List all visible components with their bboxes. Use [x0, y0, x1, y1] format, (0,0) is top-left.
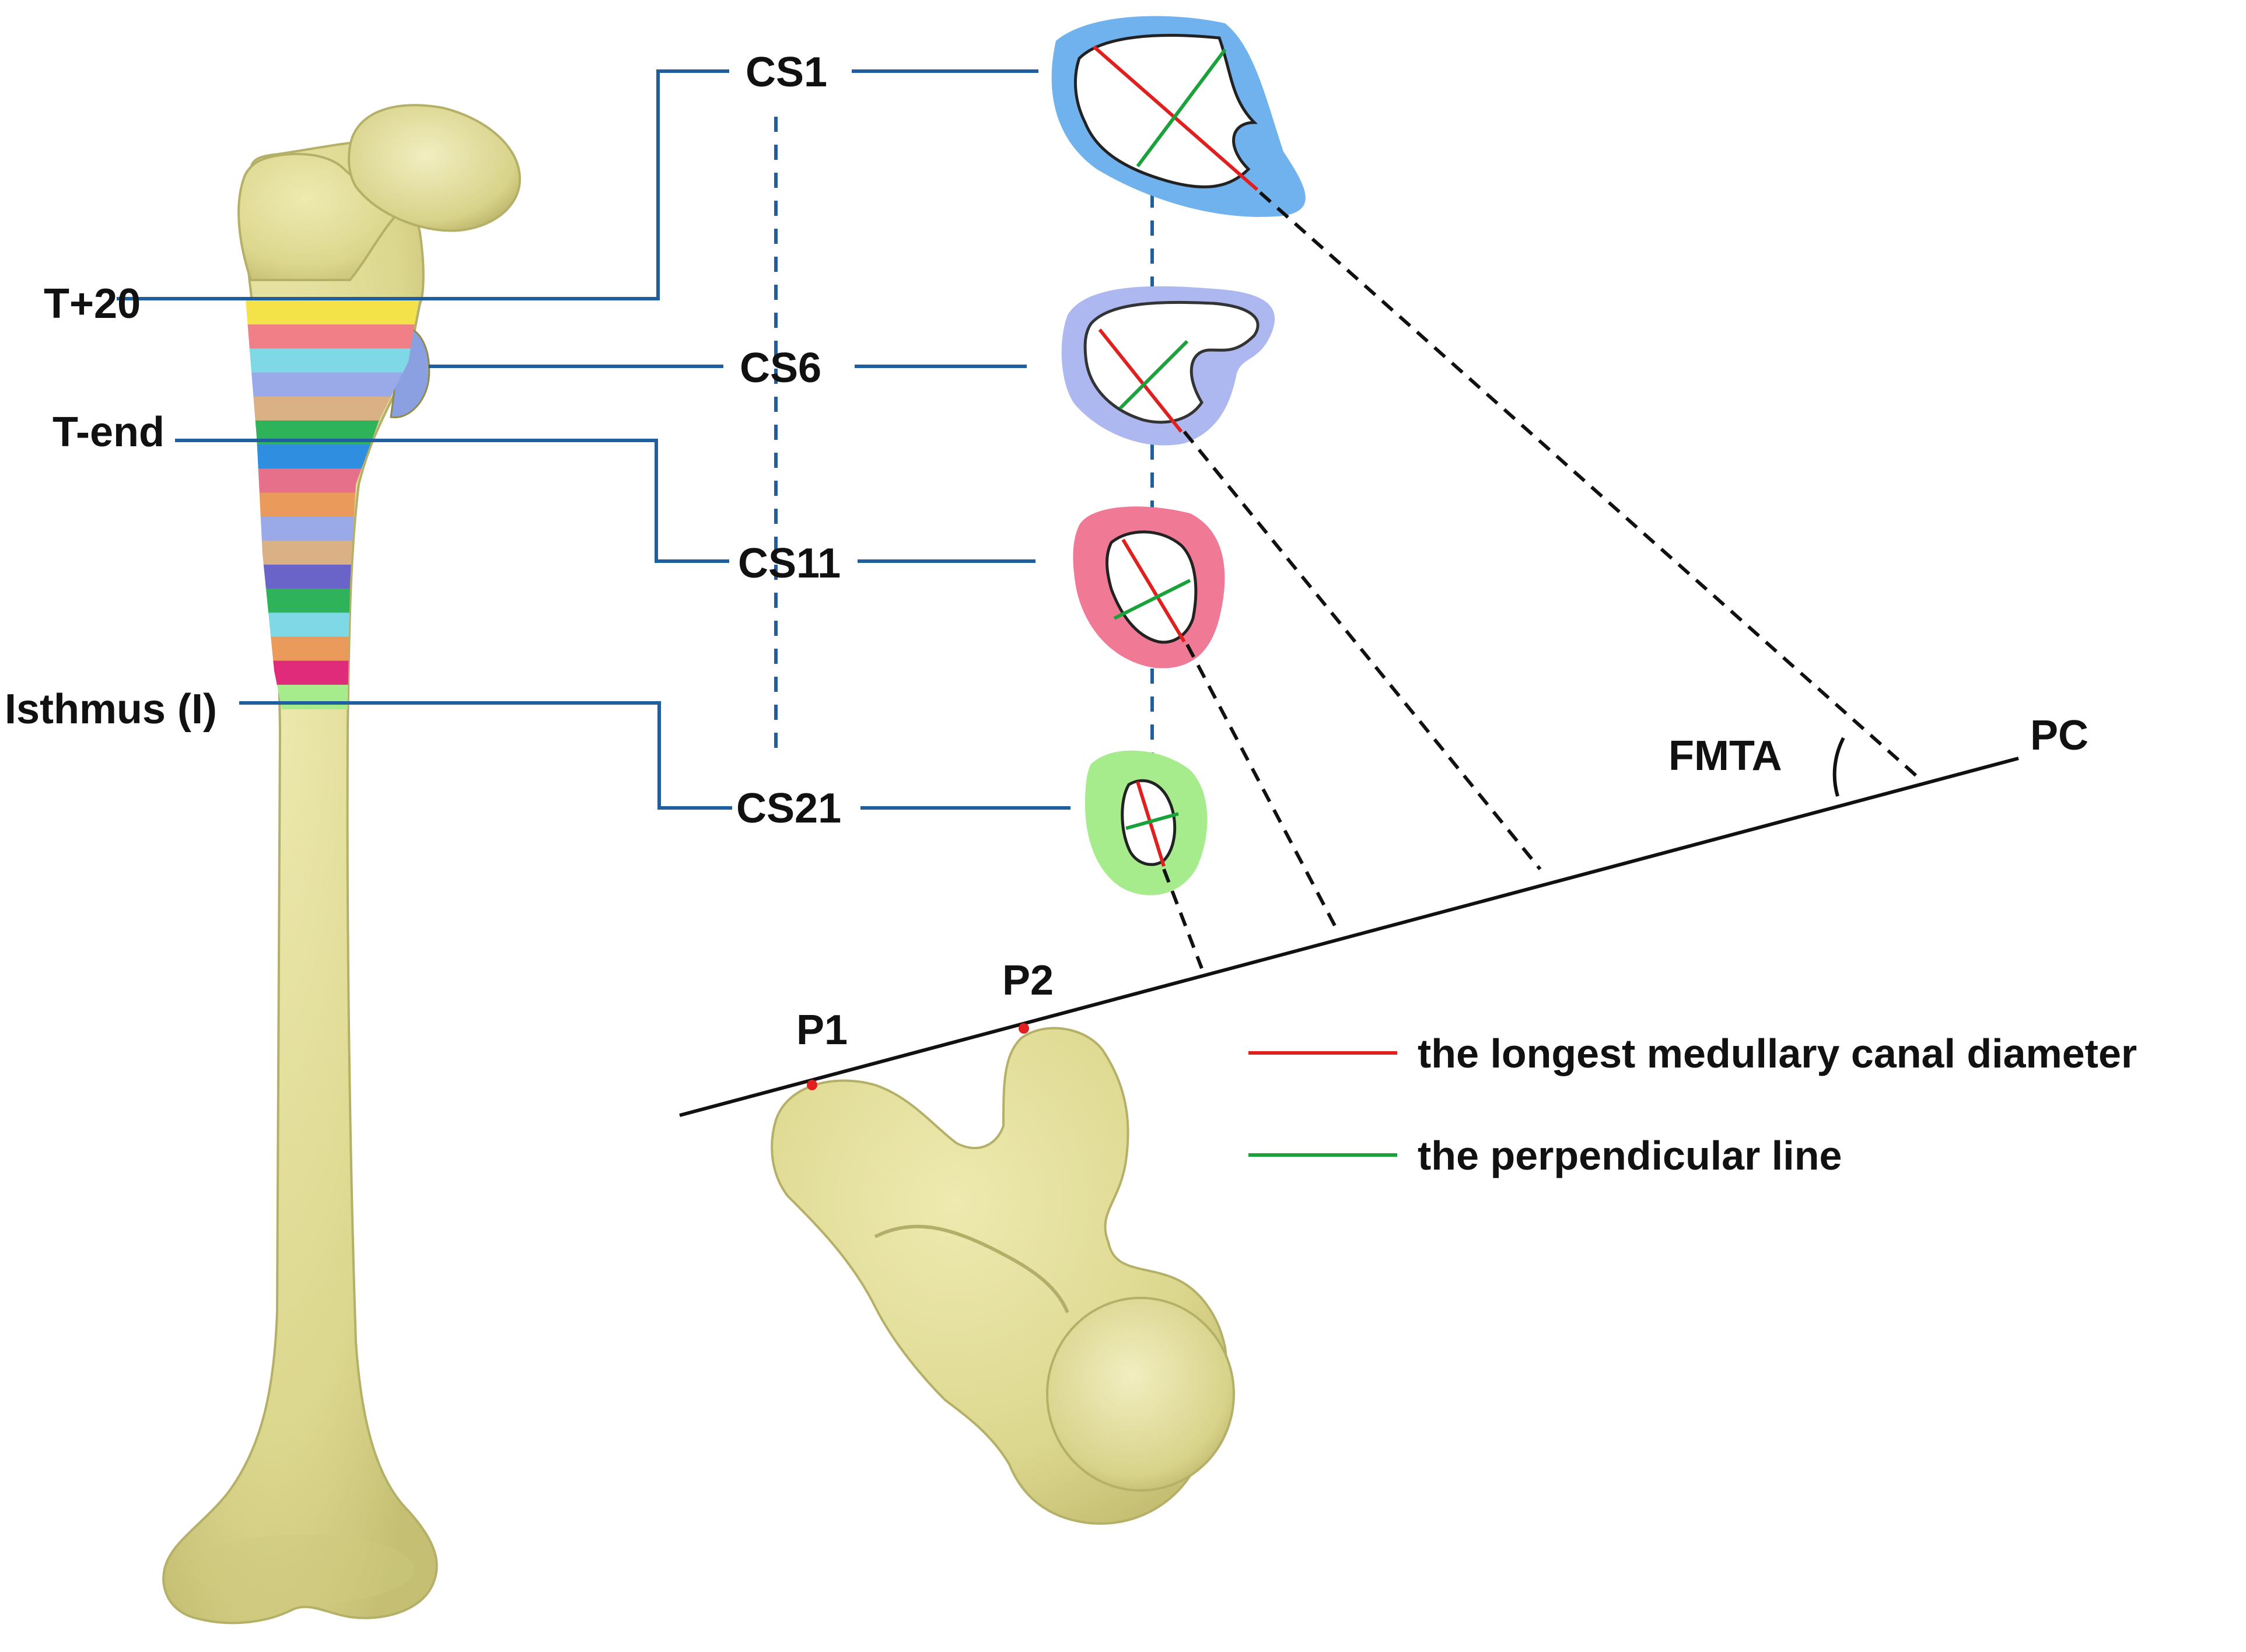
label-cs6: CS6 [740, 345, 821, 391]
projection-cs6 [1183, 430, 1542, 870]
slice-band [245, 516, 420, 541]
slice-band [245, 540, 420, 565]
slice-band [245, 589, 420, 614]
slice-band [245, 612, 420, 638]
slice-band [245, 660, 420, 685]
slice-band [245, 324, 420, 349]
legend: the longest medullary canal diameter the… [1248, 1031, 2137, 1178]
femoral-head [348, 104, 522, 232]
cs11-diameter-line [1121, 538, 1186, 643]
legend-label-perpendicular: the perpendicular line [1418, 1133, 1842, 1178]
label-pc: PC [2030, 712, 2088, 759]
cross-section-cs6 [1061, 286, 1275, 446]
cs6-perpendicular-line [1118, 340, 1189, 410]
leader-tend [175, 439, 729, 563]
slice-band [245, 636, 420, 662]
slice-band [245, 300, 420, 326]
cs21-perpendicular-line [1125, 812, 1179, 830]
slice-band [245, 372, 420, 397]
femur-anterior-view [162, 104, 522, 1625]
cs1-perpendicular-line [1136, 48, 1227, 167]
distal-condyle-shading [193, 1534, 414, 1604]
slice-band [245, 468, 420, 494]
projection-cs11 [1185, 643, 1341, 935]
distal-femur-axial-view [771, 1023, 1235, 1525]
cross-section-cs21 [1085, 750, 1208, 895]
posterior-condylar-line [679, 757, 2019, 1117]
slice-band [245, 348, 420, 373]
projection-lines [1162, 191, 1918, 970]
cs21-diameter-line [1136, 781, 1166, 867]
projection-cs1 [1259, 191, 1918, 778]
cs6-diameter-line [1098, 328, 1183, 433]
leader-t20 [117, 69, 729, 300]
projection-cs21 [1162, 868, 1204, 970]
label-p1: P1 [796, 1007, 848, 1054]
label-isthmus: Isthmus (I) [5, 686, 217, 733]
legend-label-diameter: the longest medullary canal diameter [1418, 1031, 2137, 1076]
label-p2: P2 [1002, 957, 1054, 1004]
slice-band [245, 564, 420, 590]
fmta-angle-arc [1832, 737, 1845, 797]
label-cs21: CS21 [736, 785, 841, 832]
cs11-perpendicular-line [1113, 579, 1191, 620]
slice-band [245, 444, 420, 470]
cross-section-cs1 [1051, 16, 1306, 217]
slice-band [245, 684, 420, 709]
p1-point [807, 1080, 817, 1090]
leader-isthmus [239, 701, 732, 810]
label-t20: T+20 [44, 281, 141, 327]
slice-band [245, 492, 420, 517]
label-fmta: FMTA [1668, 733, 1782, 779]
distal-femoral-head [1046, 1297, 1235, 1492]
p2-point [1019, 1023, 1029, 1034]
distal-inner-contour [874, 1224, 1069, 1314]
label-cs11: CS11 [738, 540, 841, 587]
label-cs1: CS1 [746, 49, 827, 96]
label-t-end: T-end [53, 409, 165, 456]
cross-section-cs11 [1073, 506, 1225, 668]
femur-shaft [162, 132, 438, 1625]
